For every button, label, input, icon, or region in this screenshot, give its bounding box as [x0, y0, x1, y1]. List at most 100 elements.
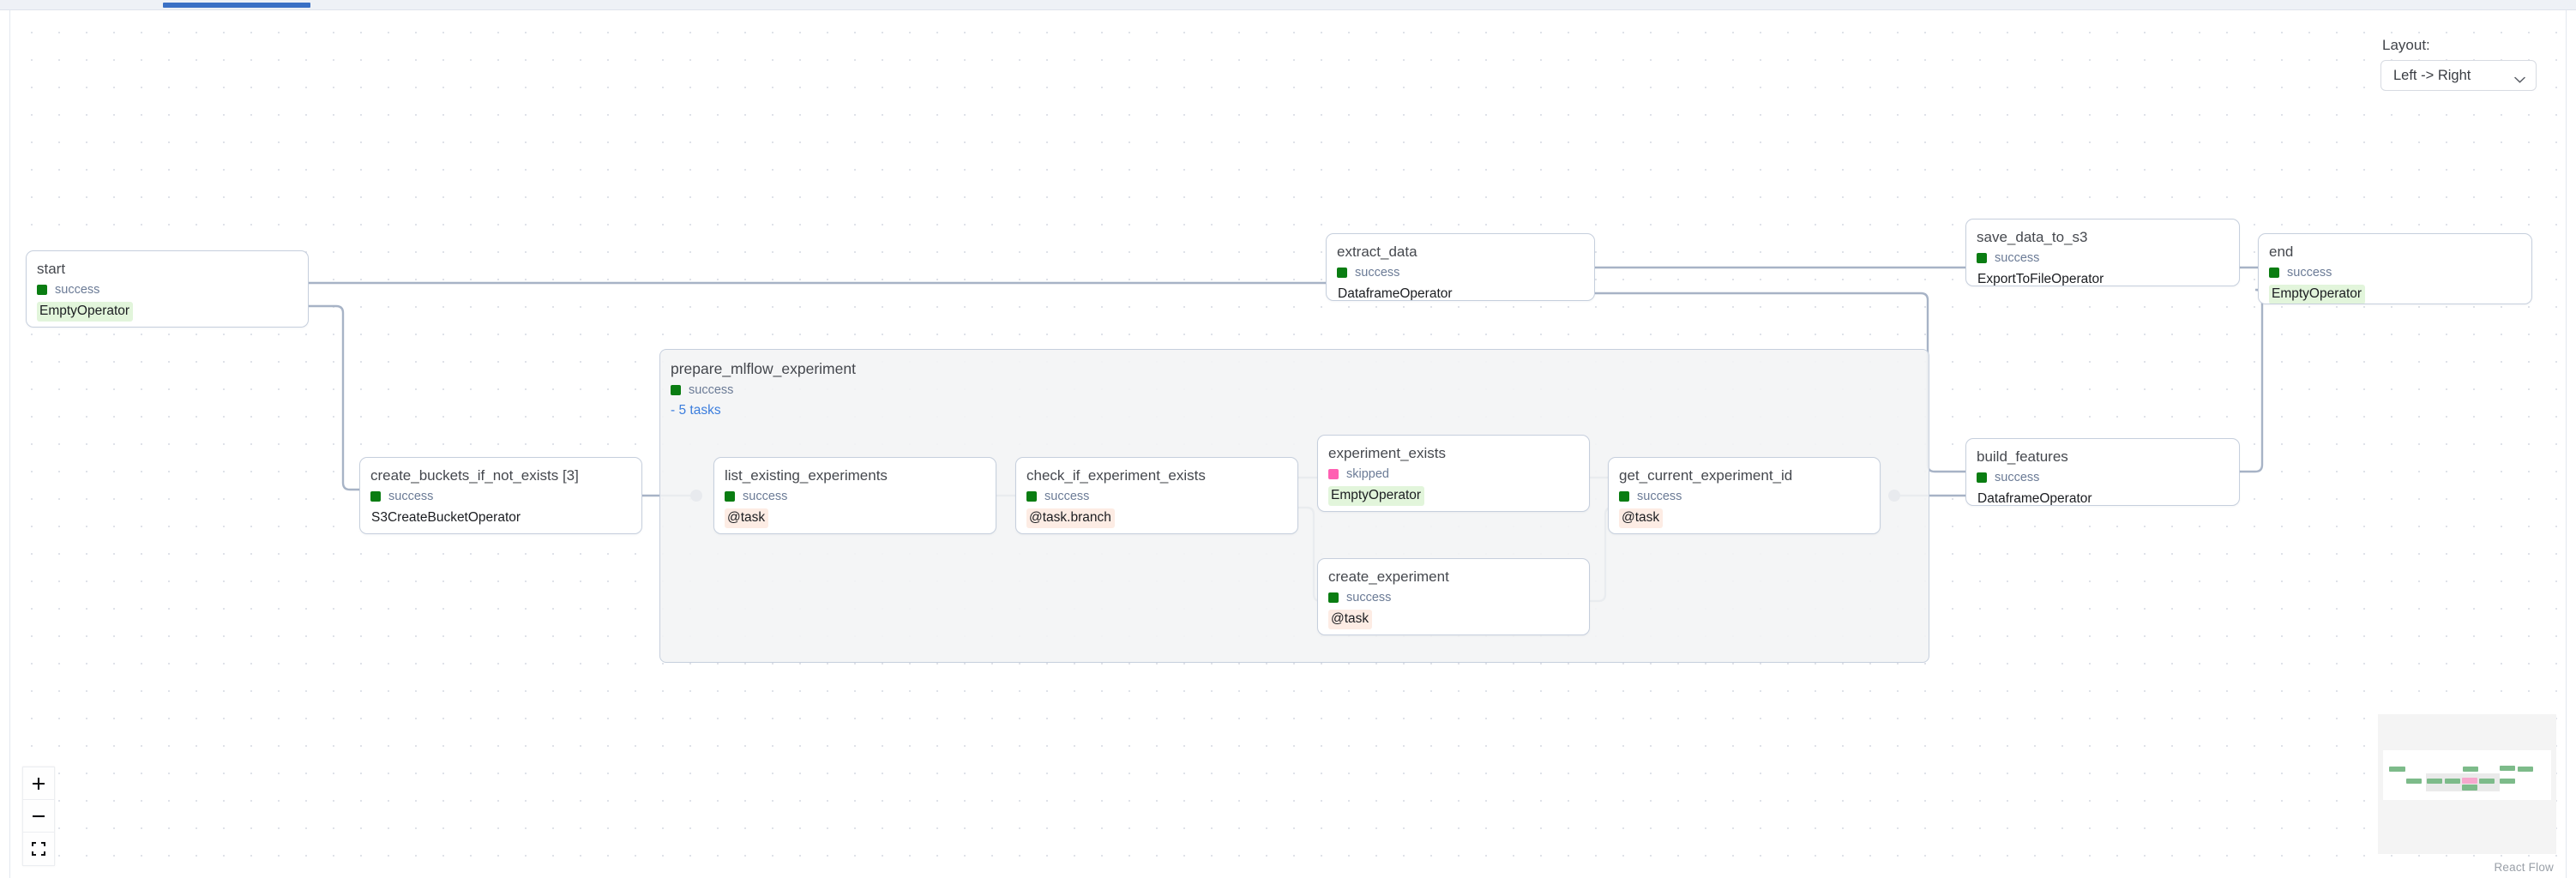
task-node-status-text: success [2287, 266, 2332, 280]
task-node-status: success [1977, 470, 2239, 485]
task-node-operator: EmptyOperator [2269, 285, 2366, 304]
task-node-title: create_experiment [1328, 568, 1449, 585]
task-node-operator: EmptyOperator [37, 302, 134, 322]
task-group-status-text: success [689, 383, 734, 397]
fit-view-button[interactable] [23, 833, 54, 865]
layout-select[interactable]: Left -> Right [2380, 60, 2537, 91]
task-group-title: prepare_mlflow_experiment [671, 360, 856, 377]
layout-panel: Layout: Left -> Right [2380, 36, 2537, 91]
minimap[interactable] [2378, 714, 2556, 854]
task-node-operator: ExportToFileOperator [1977, 272, 2104, 286]
task-node-status: success [725, 489, 996, 504]
task-node-operator: DataframeOperator [1977, 491, 2092, 506]
task-node-status-text: success [1044, 490, 1090, 503]
minimap-node-end [2518, 767, 2533, 772]
zoom-in-button[interactable] [23, 767, 54, 800]
task-node-status: success [37, 282, 308, 298]
minimap-node-get_current [2479, 779, 2495, 784]
zoom-out-button[interactable] [23, 800, 54, 833]
status-success-icon [1328, 592, 1339, 603]
task-node-status: success [1026, 489, 1297, 504]
task-node-status-text: success [55, 283, 100, 297]
task-node-title: build_features [1977, 448, 2068, 465]
task-node-operator: @task.branch [1026, 508, 1115, 528]
minimap-node-list_existing [2427, 779, 2442, 784]
task-node-status-text: success [1995, 471, 2040, 484]
top-tab-strip [0, 0, 2576, 10]
minimap-node-save_data_to_s3 [2500, 766, 2515, 771]
task-node-operator: @task [1328, 610, 1373, 629]
minimap-node-extract_data [2463, 767, 2478, 772]
status-success-icon [370, 491, 381, 502]
minimap-node-check_if [2445, 779, 2460, 784]
task-node-status: success [1337, 265, 1594, 280]
task-node-status: skipped [1328, 466, 1589, 482]
task-node-status-text: skipped [1346, 467, 1389, 481]
status-success-icon [1977, 253, 1987, 263]
task-group-expand-toggle[interactable]: - 5 tasks [671, 403, 721, 418]
task-node-status: success [2269, 265, 2531, 280]
task-node-title: create_buckets_if_not_exists [3] [370, 467, 579, 484]
graph-edge [309, 304, 359, 491]
task-node-status: success [1977, 250, 2239, 266]
minimap-node-start [2389, 767, 2405, 772]
task-group-status: success [671, 382, 1929, 398]
status-success-icon [725, 491, 735, 502]
layout-label: Layout: [2382, 37, 2430, 53]
flow-controls [22, 767, 55, 866]
task-node-status-text: success [1995, 251, 2040, 265]
task-node-title: experiment_exists [1328, 445, 1447, 461]
layout-select-value: Left -> Right [2393, 67, 2471, 83]
task-node-status: success [370, 489, 641, 504]
minimap-node-create_experiment [2462, 785, 2477, 791]
minimap-node-build_features [2500, 779, 2515, 784]
task-node-status-text: success [1637, 490, 1682, 503]
status-success-icon [1337, 268, 1347, 278]
status-success-icon [671, 385, 681, 395]
status-success-icon [1977, 472, 1987, 483]
task-node-title: end [2269, 244, 2294, 260]
task-node-title: list_existing_experiments [725, 467, 888, 484]
reactflow-attribution[interactable]: React Flow [2494, 861, 2554, 874]
status-success-icon [37, 285, 47, 295]
task-node-title: check_if_experiment_exists [1026, 467, 1206, 484]
minimap-node-create_buckets [2406, 779, 2422, 784]
task-node-status-text: success [1355, 266, 1400, 280]
task-node-status: success [1328, 590, 1589, 605]
chevron-down-icon [2514, 72, 2525, 83]
plus-icon [32, 777, 45, 791]
task-node-status-text: success [743, 490, 788, 503]
task-node-operator: @task [1619, 508, 1664, 528]
task-node-status-text: success [1346, 591, 1392, 604]
fit-view-icon [32, 842, 45, 856]
status-success-icon [1026, 491, 1037, 502]
active-tab-indicator[interactable] [163, 3, 310, 8]
task-node-operator: DataframeOperator [1338, 286, 1453, 301]
task-node-title: extract_data [1337, 244, 1417, 260]
minus-icon [32, 809, 45, 823]
minimap-node-experiment_exists [2462, 778, 2477, 784]
task-node-operator: @task [725, 508, 769, 528]
status-success-icon [2269, 268, 2279, 278]
task-node-status-text: success [388, 490, 434, 503]
task-node-status: success [1619, 489, 1880, 504]
graph-edge [2240, 288, 2264, 473]
task-node-title: start [37, 261, 66, 277]
status-success-icon [1619, 491, 1629, 502]
task-node-operator: EmptyOperator [1328, 486, 1425, 506]
task-node-title: get_current_experiment_id [1619, 467, 1793, 484]
task-node-operator: S3CreateBucketOperator [371, 510, 521, 525]
